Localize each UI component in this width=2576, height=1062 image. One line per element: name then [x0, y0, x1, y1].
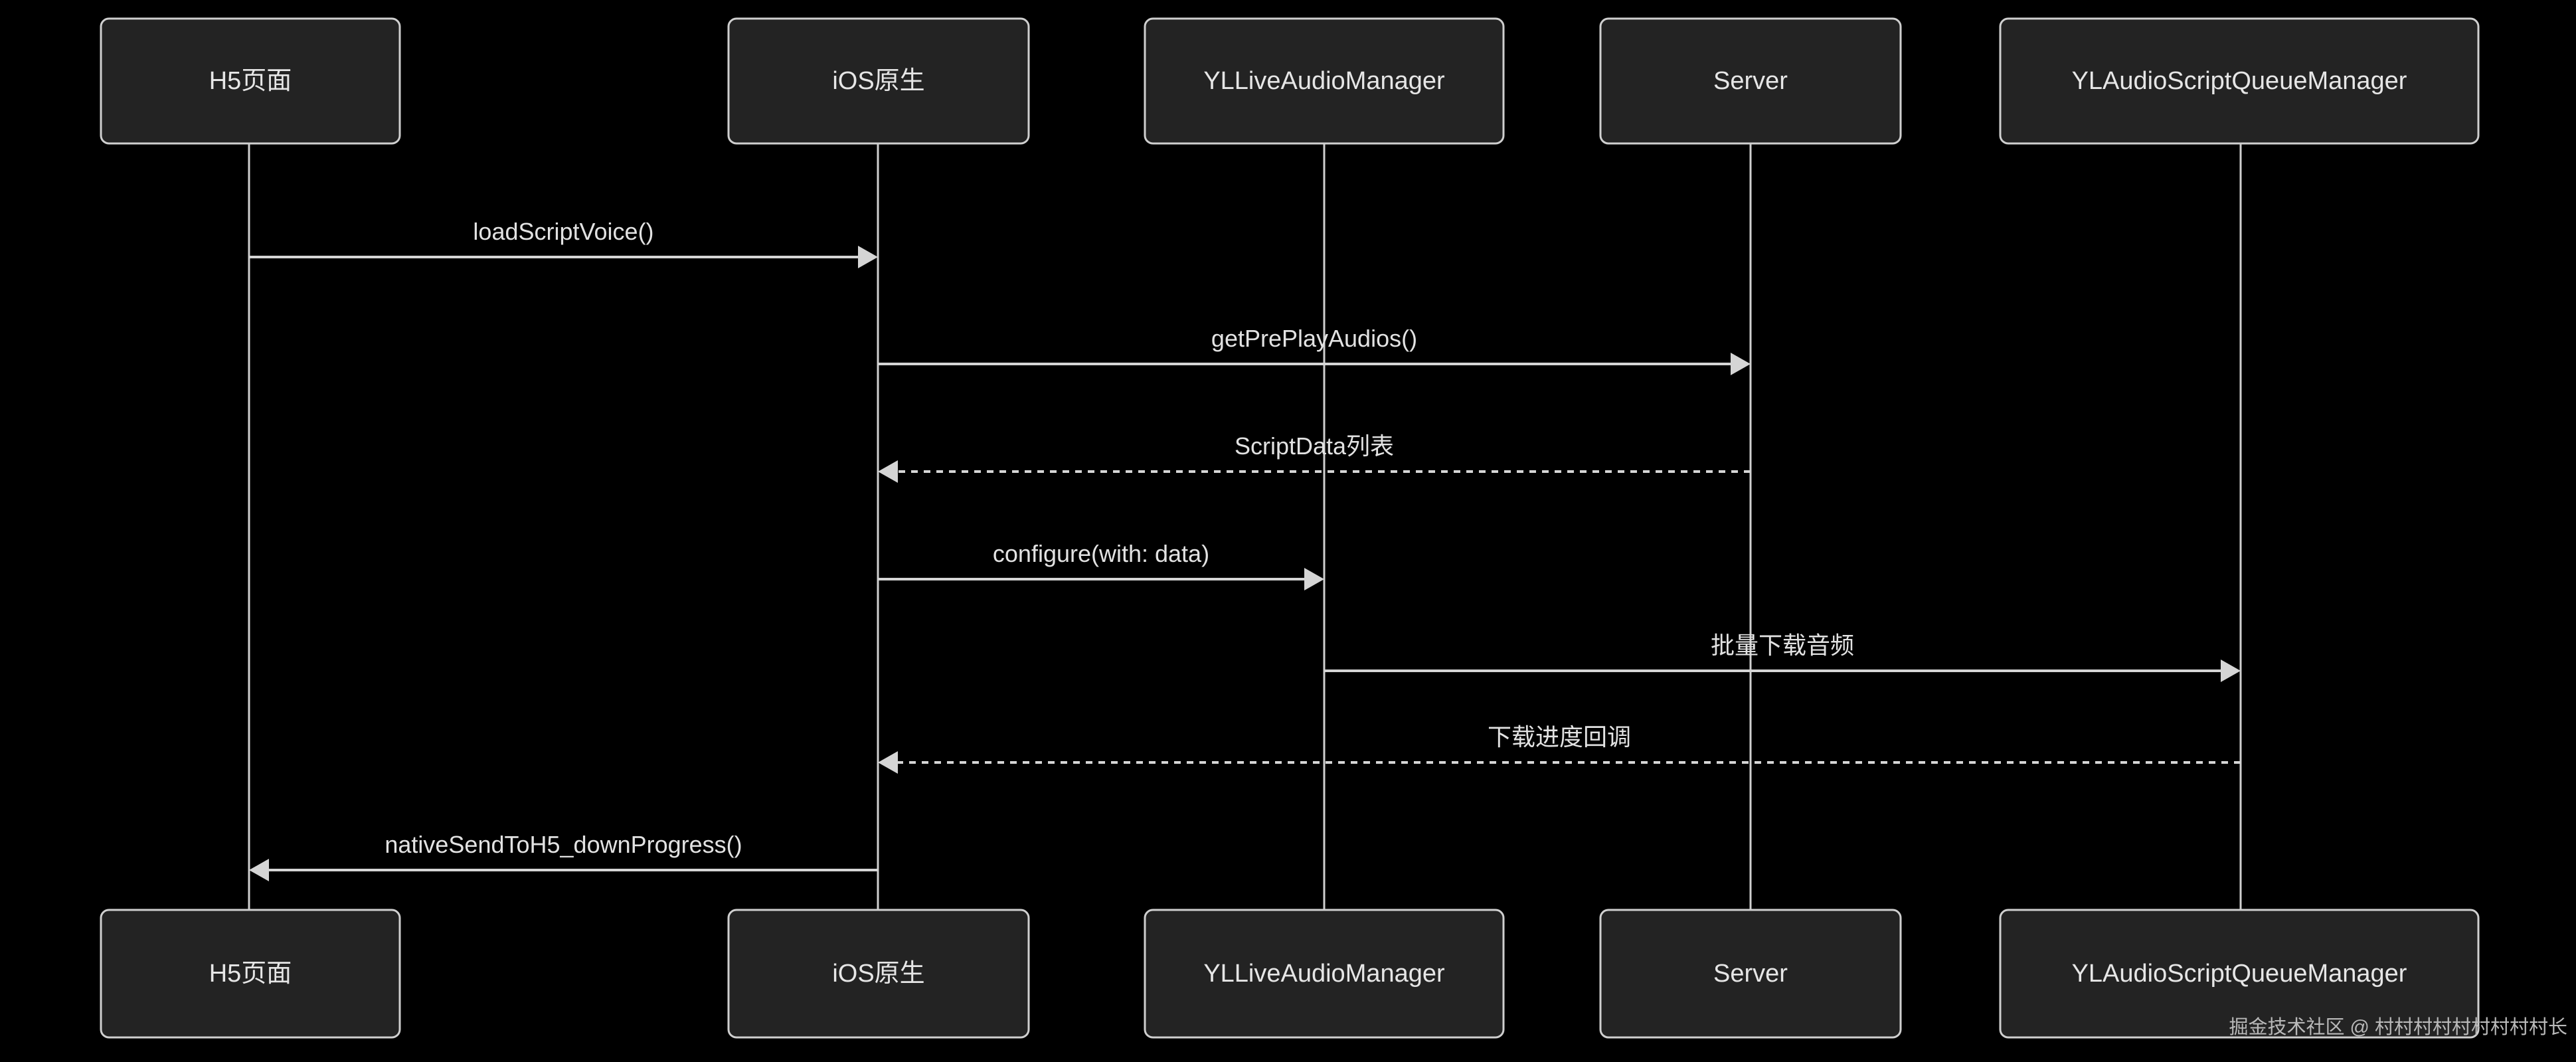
participant-label: Server [1713, 67, 1788, 95]
participant-box [1999, 909, 2480, 1039]
message-2[interactable]: getPrePlayAudios() [878, 325, 1751, 375]
participant-label: iOS原生 [832, 67, 924, 95]
participant-bottom-server[interactable]: Server [1599, 909, 1902, 1039]
message-arrowhead [2221, 660, 2241, 682]
message-arrowhead [878, 460, 898, 483]
participant-label: iOS原生 [832, 960, 924, 988]
participant-label: YLAudioScriptQueueManager [2072, 67, 2407, 95]
message-4[interactable]: configure(with: data) [878, 540, 1324, 590]
participant-box [1599, 909, 1902, 1039]
message-3[interactable]: ScriptData列表 [878, 432, 1751, 483]
message-5[interactable]: 批量下载音频 [1324, 632, 2241, 682]
participant-label: YLLiveAudioManager [1203, 67, 1445, 95]
participant-top-ios[interactable]: iOS原生 [727, 17, 1030, 145]
message-label: configure(with: data) [993, 540, 1209, 567]
watermark-label: 掘金技术社区 @ 村村村村村村村村村长 [2229, 1016, 2567, 1038]
participant-box [100, 909, 401, 1039]
participant-box [727, 909, 1030, 1039]
participant-top-live[interactable]: YLLiveAudioManager [1144, 17, 1505, 145]
participant-box [100, 17, 401, 145]
message-arrowhead [858, 246, 878, 268]
participants-layer: H5页面H5页面iOS原生iOS原生YLLiveAudioManagerYLLi… [100, 17, 2480, 1039]
participant-box [1999, 17, 2480, 145]
lifelines-layer [248, 143, 2242, 910]
messages-layer: loadScriptVoice() getPrePlayAudios() Scrip… [249, 218, 2241, 881]
participant-box [1144, 17, 1505, 145]
message-label: nativeSendToH5_downProgress() [385, 831, 742, 858]
participant-box [1599, 17, 1902, 145]
participant-box [727, 17, 1030, 145]
message-arrowhead [878, 751, 898, 774]
message-label: 下载进度回调 [1488, 723, 1631, 751]
message-label: getPrePlayAudios() [1211, 325, 1417, 352]
message-label: 批量下载音频 [1711, 632, 1854, 659]
participant-label: H5页面 [209, 960, 292, 988]
message-arrowhead [1304, 568, 1324, 590]
message-7[interactable]: nativeSendToH5_downProgress() [249, 831, 878, 881]
message-6[interactable]: 下载进度回调 [878, 723, 2241, 774]
participant-label: Server [1713, 960, 1788, 988]
participant-bottom-ios[interactable]: iOS原生 [727, 909, 1030, 1039]
message-label: ScriptData列表 [1235, 432, 1394, 460]
participant-bottom-queue[interactable]: YLAudioScriptQueueManager [1999, 909, 2480, 1039]
participant-label: YLLiveAudioManager [1203, 960, 1445, 988]
message-label: loadScriptVoice() [473, 218, 653, 245]
participant-top-server[interactable]: Server [1599, 17, 1902, 145]
participant-box [1144, 909, 1505, 1039]
message-arrowhead [249, 859, 269, 881]
participant-bottom-live[interactable]: YLLiveAudioManager [1144, 909, 1505, 1039]
participant-top-h5[interactable]: H5页面 [100, 17, 401, 145]
message-arrowhead [1731, 353, 1751, 375]
participant-label: H5页面 [209, 67, 292, 95]
participant-top-queue[interactable]: YLAudioScriptQueueManager [1999, 17, 2480, 145]
participant-bottom-h5[interactable]: H5页面 [100, 909, 401, 1039]
message-1[interactable]: loadScriptVoice() [249, 218, 878, 268]
participant-label: YLAudioScriptQueueManager [2072, 960, 2407, 988]
